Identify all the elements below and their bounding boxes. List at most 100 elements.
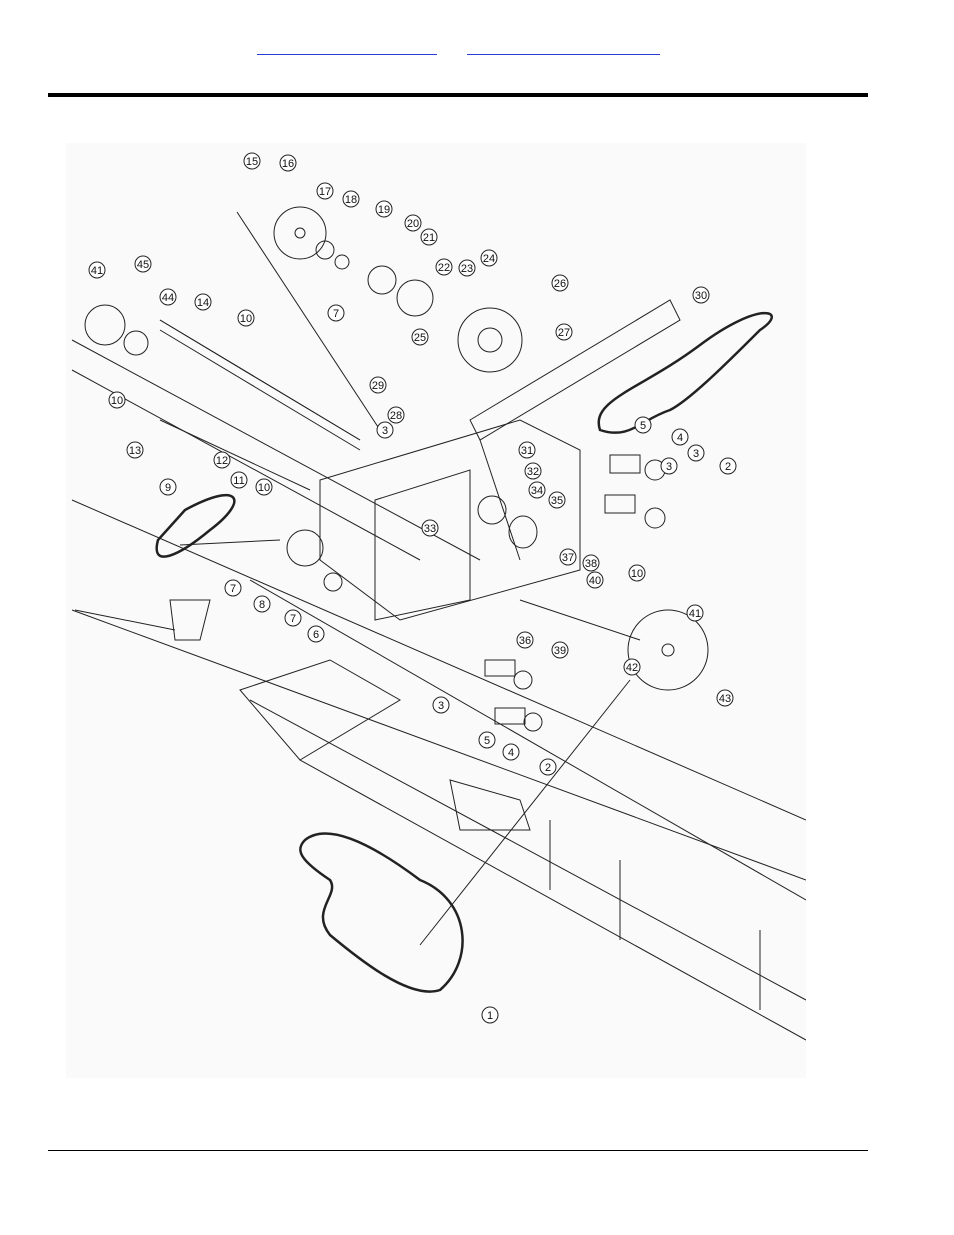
callout-balloon bbox=[686, 604, 704, 622]
callout-21: 21 bbox=[420, 228, 438, 246]
callout-3: 3 bbox=[687, 444, 705, 462]
callout-number: 11 bbox=[233, 475, 244, 487]
callout-balloon bbox=[586, 571, 604, 589]
callout-number: 3 bbox=[693, 448, 699, 460]
callout-number: 7 bbox=[333, 308, 339, 320]
callout-balloon bbox=[687, 444, 705, 462]
callout-number: 3 bbox=[438, 700, 444, 712]
callout-number: 9 bbox=[165, 482, 171, 494]
callout-balloon bbox=[230, 471, 248, 489]
callout-3: 3 bbox=[376, 421, 394, 439]
callout-9: 9 bbox=[159, 478, 177, 496]
callout-12: 12 bbox=[213, 451, 231, 469]
header-link-right[interactable] bbox=[467, 40, 660, 55]
callout-18: 18 bbox=[342, 190, 360, 208]
callout-number: 44 bbox=[162, 292, 174, 304]
callout-balloon bbox=[671, 428, 689, 446]
callout-number: 19 bbox=[378, 204, 390, 216]
callout-number: 22 bbox=[438, 262, 450, 274]
callout-balloon bbox=[516, 631, 534, 649]
callout-number: 42 bbox=[626, 662, 638, 674]
callout-1: 1 bbox=[481, 1006, 499, 1024]
header-link-left[interactable] bbox=[257, 40, 437, 55]
callout-23: 23 bbox=[458, 259, 476, 277]
callout-35: 35 bbox=[548, 491, 566, 509]
callout-number: 8 bbox=[259, 599, 265, 611]
callout-balloon bbox=[376, 421, 394, 439]
callout-37: 37 bbox=[559, 548, 577, 566]
callout-balloon bbox=[375, 200, 393, 218]
callout-balloon bbox=[480, 249, 498, 267]
callout-number: 20 bbox=[407, 218, 419, 230]
callout-balloon bbox=[582, 554, 600, 572]
callout-balloon bbox=[327, 304, 345, 322]
callout-number: 27 bbox=[558, 327, 570, 339]
callout-20: 20 bbox=[404, 214, 422, 232]
callout-balloon bbox=[194, 293, 212, 311]
callout-41: 41 bbox=[88, 261, 106, 279]
callout-40: 40 bbox=[586, 571, 604, 589]
callout-balloon bbox=[660, 457, 678, 475]
callout-3: 3 bbox=[432, 696, 450, 714]
callout-number: 4 bbox=[508, 747, 514, 759]
header-rule bbox=[48, 93, 868, 97]
callout-10: 10 bbox=[255, 478, 273, 496]
callout-10: 10 bbox=[237, 309, 255, 327]
callout-32: 32 bbox=[524, 462, 542, 480]
callout-number: 16 bbox=[282, 158, 294, 170]
callout-3: 3 bbox=[660, 457, 678, 475]
callout-number: 23 bbox=[461, 263, 473, 275]
callout-balloon bbox=[224, 579, 242, 597]
callout-number: 18 bbox=[345, 194, 357, 206]
callout-number: 12 bbox=[216, 455, 228, 467]
callout-38: 38 bbox=[582, 554, 600, 572]
callout-number: 39 bbox=[554, 645, 566, 657]
callout-number: 10 bbox=[258, 482, 270, 494]
callout-number: 30 bbox=[695, 290, 707, 302]
callout-number: 34 bbox=[531, 485, 543, 497]
callout-balloon bbox=[555, 323, 573, 341]
callout-number: 41 bbox=[689, 608, 701, 620]
callout-number: 15 bbox=[246, 156, 258, 168]
callout-balloon bbox=[719, 457, 737, 475]
callout-26: 26 bbox=[551, 274, 569, 292]
callout-balloon bbox=[692, 286, 710, 304]
callout-balloon bbox=[623, 658, 641, 676]
callout-balloon bbox=[502, 743, 520, 761]
callout-number: 14 bbox=[197, 297, 209, 309]
footer-rule bbox=[48, 1150, 868, 1151]
callout-number: 40 bbox=[589, 575, 601, 587]
callout-number: 28 bbox=[390, 410, 402, 422]
callout-27: 27 bbox=[555, 323, 573, 341]
callout-4: 4 bbox=[502, 743, 520, 761]
callout-number: 2 bbox=[545, 762, 551, 774]
callout-number: 10 bbox=[631, 568, 643, 580]
callout-24: 24 bbox=[480, 249, 498, 267]
callout-7: 7 bbox=[224, 579, 242, 597]
callout-number: 43 bbox=[719, 693, 731, 705]
callout-34: 34 bbox=[528, 481, 546, 499]
callout-balloon bbox=[404, 214, 422, 232]
callout-number: 17 bbox=[319, 186, 331, 198]
callout-16: 16 bbox=[279, 154, 297, 172]
callout-number: 1 bbox=[487, 1010, 493, 1022]
callout-balloon bbox=[518, 441, 536, 459]
callout-balloon bbox=[237, 309, 255, 327]
callout-4: 4 bbox=[671, 428, 689, 446]
callout-balloon bbox=[369, 376, 387, 394]
callout-balloon bbox=[634, 416, 652, 434]
callout-number: 2 bbox=[725, 461, 731, 473]
callout-balloon bbox=[548, 491, 566, 509]
callout-balloon bbox=[253, 595, 271, 613]
callout-balloon bbox=[716, 689, 734, 707]
callout-balloon bbox=[551, 641, 569, 659]
callout-balloon bbox=[432, 696, 450, 714]
callout-2: 2 bbox=[539, 758, 557, 776]
callout-balloon bbox=[420, 228, 438, 246]
callout-31: 31 bbox=[518, 441, 536, 459]
callout-balloon bbox=[458, 259, 476, 277]
callout-balloon bbox=[387, 406, 405, 424]
callout-number: 32 bbox=[527, 466, 539, 478]
